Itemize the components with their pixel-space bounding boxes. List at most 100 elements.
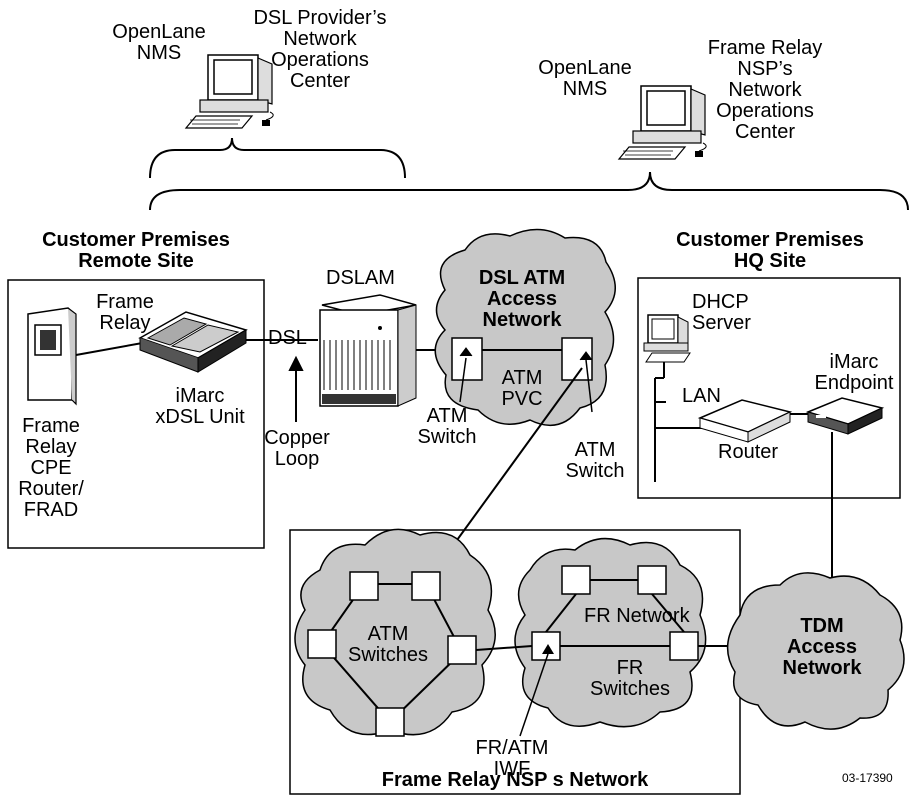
atm-switch-right-label: ATM Switch: [560, 440, 630, 482]
label-line: Center: [734, 121, 796, 143]
fr-switches-label: FR Switches: [580, 658, 680, 700]
dsl-atm-cloud-label: DSL ATM Access Network: [462, 268, 582, 331]
label-line: Server: [692, 312, 751, 334]
frame-relay-label: Frame Relay: [80, 292, 170, 334]
label-line: Switch: [417, 426, 477, 448]
label-line: Frame Relay: [707, 37, 823, 59]
label-line: iMarc: [175, 385, 225, 407]
atm-switch-box: [411, 571, 441, 601]
label-line: DHCP: [692, 291, 749, 313]
label-line: NMS: [136, 42, 182, 64]
imarc-xdsl-unit-icon: [138, 311, 248, 373]
label-line: Switches: [589, 678, 671, 700]
atm-switch-box: [307, 629, 337, 659]
label-line: Operations: [271, 49, 369, 71]
imarc-endpoint-label: iMarc Endpoint: [808, 352, 900, 394]
label-line: Network: [482, 309, 562, 331]
fr-switch-box: [561, 565, 591, 595]
label-line: Operations: [716, 100, 814, 122]
label-line: Switches: [347, 644, 429, 666]
label-line: iMarc: [829, 351, 879, 373]
label-line: xDSL Unit: [155, 406, 245, 428]
atm-switch-box: [349, 571, 379, 601]
fr-switch-box: [669, 631, 699, 661]
tdm-access-cloud: [726, 572, 905, 730]
atm-switch-left-label: ATM Switch: [412, 406, 482, 448]
brace-left: [149, 137, 406, 179]
atm-pvc-label: ATM PVC: [494, 368, 550, 410]
frad-label: Frame Relay CPE Router/ FRAD: [6, 416, 96, 521]
iwf-label: FR/ATM IWF: [462, 738, 562, 780]
label-line: Network: [782, 657, 862, 679]
figure-id: 03-17390: [842, 771, 893, 785]
hq-site-box: [637, 277, 901, 499]
dsl-noc-label: DSL Provider’s Network Operations Center: [245, 8, 395, 92]
openlane-nms-label-right: OpenLane NMS: [530, 58, 640, 100]
label-line: ATM: [574, 439, 616, 461]
workstation-icon-left: [184, 54, 274, 129]
openlane-nms-label-left: OpenLane NMS: [104, 22, 214, 64]
label-line: CPE: [30, 457, 72, 479]
atm-switch-box: [375, 707, 405, 737]
label-line: Remote Site: [78, 250, 194, 272]
dhcp-server-label: DHCP Server: [692, 292, 751, 334]
remote-site-title: Customer Premises Remote Site: [6, 230, 266, 272]
remote-site-box: [7, 279, 265, 549]
hq-site-title: Customer Premises HQ Site: [640, 230, 900, 272]
frad-router-icon: [27, 307, 77, 406]
label-line: Relay: [25, 436, 77, 458]
label-line: Access: [486, 288, 558, 310]
label-line: Copper: [264, 427, 330, 449]
lan-label: LAN: [682, 385, 721, 407]
label-line: FRAD: [23, 499, 79, 521]
dhcp-server-icon: [643, 314, 691, 363]
label-line: Endpoint: [814, 372, 894, 394]
label-line: Switch: [565, 460, 625, 482]
atm-switch-left: [451, 337, 483, 381]
label-line: TDM: [800, 615, 844, 637]
label-line: Network: [728, 79, 802, 101]
label-line: ATM: [426, 405, 468, 427]
atm-switches-cloud: [294, 528, 496, 736]
label-line: Frame: [22, 415, 80, 437]
label-line: Frame: [96, 291, 154, 313]
router-label: Router: [718, 441, 779, 463]
label-line: Center: [289, 70, 351, 92]
label-line: DSL ATM: [478, 267, 566, 289]
fr-network-label: FR Network: [584, 605, 690, 627]
copper-loop-label: Copper Loop: [262, 428, 332, 470]
label-line: ATM: [367, 623, 409, 645]
label-line: NSP’s: [737, 58, 793, 80]
label-line: Network: [283, 28, 357, 50]
label-line: FR: [616, 657, 644, 679]
label-line: NMS: [562, 78, 608, 100]
label-line: PVC: [501, 388, 543, 410]
dslam-icon: [319, 294, 417, 407]
atm-switch-box: [447, 635, 477, 665]
label-line: Customer Premises: [676, 229, 864, 251]
label-line: HQ Site: [733, 250, 807, 272]
label-line: Relay: [99, 312, 151, 334]
label-line: Loop: [274, 448, 320, 470]
imarc-xdsl-label: iMarc xDSL Unit: [140, 386, 260, 428]
label-line: DSL Provider’s: [253, 7, 387, 29]
label-line: OpenLane: [112, 21, 206, 43]
dsl-label: DSL: [268, 327, 307, 349]
label-line: OpenLane: [538, 57, 632, 79]
tdm-cloud-label: TDM Access Network: [762, 616, 882, 679]
label-line: FR/ATM: [475, 737, 549, 759]
nsp-network-title: Frame Relay NSP s Network: [381, 769, 649, 791]
router-icon: [697, 399, 793, 443]
label-line: IWF: [493, 758, 531, 780]
atm-switches-label: ATM Switches: [338, 624, 438, 666]
fr-noc-label: Frame Relay NSP’s Network Operations Cen…: [690, 38, 840, 143]
label-line: Router/: [18, 478, 84, 500]
dslam-label: DSLAM: [326, 267, 395, 289]
workstation-icon-right: [617, 85, 707, 160]
label-line: ATM: [501, 367, 543, 389]
imarc-endpoint-icon: [805, 397, 885, 435]
brace-right: [149, 171, 909, 211]
copper-loop-arrow: [288, 355, 304, 422]
label-line: Access: [786, 636, 858, 658]
